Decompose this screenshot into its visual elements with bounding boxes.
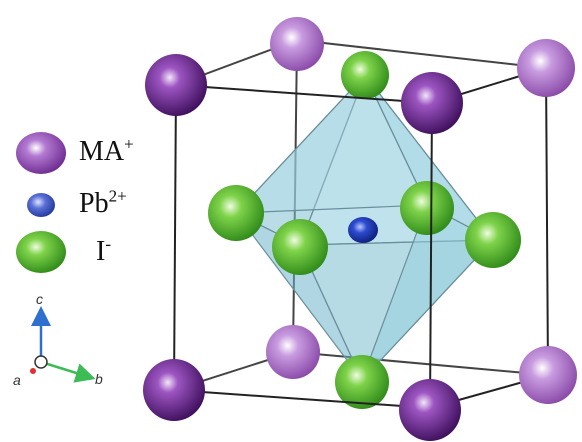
ma-ion-back-top xyxy=(270,17,324,71)
legend-label-i: I- xyxy=(96,234,111,267)
ma-ion-front-bottom-left xyxy=(143,359,205,421)
ma-ion-front-top-left xyxy=(145,54,207,116)
axis-triad xyxy=(30,306,96,383)
lead-ion-center xyxy=(348,217,378,243)
axis-label-c: c xyxy=(36,291,43,307)
pb-species: Pb xyxy=(79,188,109,219)
iodide-ion-bottom xyxy=(335,355,389,409)
ma-ion-front-bottom-right xyxy=(399,379,461,441)
legend-label-ma: MA+ xyxy=(79,134,134,167)
pb-charge: 2+ xyxy=(108,186,127,206)
iodide-ion-right xyxy=(465,212,521,268)
i-species: I xyxy=(96,236,106,267)
pbi6-octahedron xyxy=(234,73,495,382)
ma-charge: + xyxy=(124,134,134,154)
ma-ion-front-top-right xyxy=(401,72,463,134)
legend-i-sphere xyxy=(16,231,66,273)
axis-label-b: b xyxy=(95,371,103,387)
axis-label-a: a xyxy=(13,372,21,388)
ma-ion-back-bottom xyxy=(266,325,320,379)
i-charge: - xyxy=(105,234,111,254)
iodide-ion-front xyxy=(272,219,328,275)
legend-pb-sphere xyxy=(27,193,55,217)
iodide-ion-top xyxy=(341,51,389,99)
legend-label-pb: Pb2+ xyxy=(79,186,127,219)
iodide-ion-back-right xyxy=(400,181,454,235)
legend-ma-sphere xyxy=(16,132,66,174)
ma-species: MA xyxy=(79,136,125,167)
ma-ion-back-bottom-right xyxy=(519,346,577,404)
iodide-ion-left xyxy=(208,185,264,241)
ma-ion-back-top-right xyxy=(517,39,575,97)
